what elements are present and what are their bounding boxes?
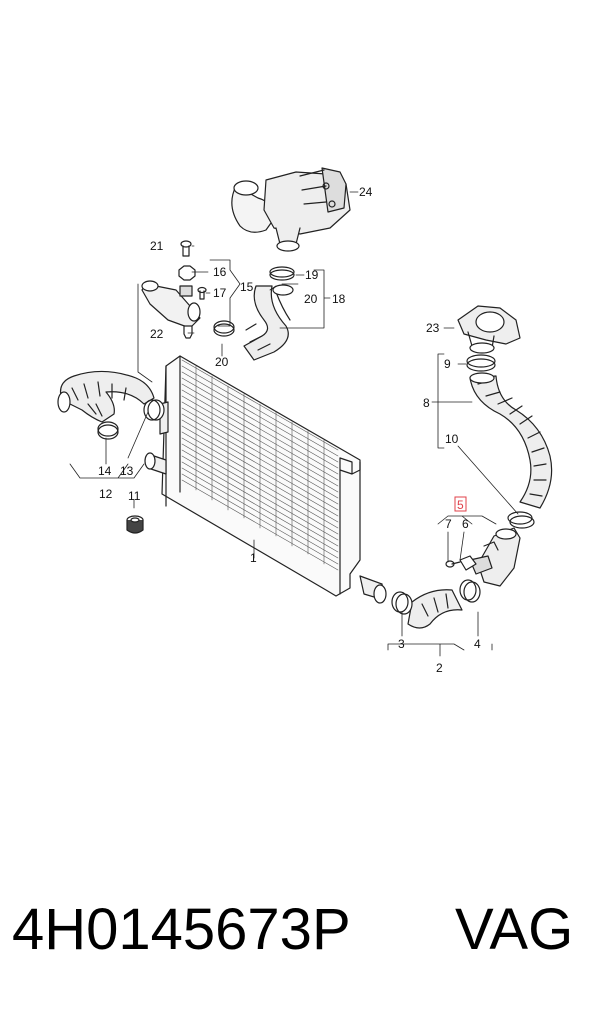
nut-16: [178, 265, 196, 281]
callout-2: 2: [436, 661, 443, 675]
callout-13: 13: [120, 464, 134, 478]
turbocharger: [231, 167, 351, 252]
callout-24: 24: [359, 185, 373, 199]
callout-20b: 20: [215, 355, 229, 369]
hose-clamp-14: [97, 421, 119, 440]
rubber-grommet-11: [126, 515, 144, 534]
callout-14: 14: [98, 464, 112, 478]
callout-9: 9: [444, 357, 451, 371]
bolt-17: [197, 286, 207, 300]
callout-20a: 20: [304, 292, 318, 306]
callout-16: 16: [213, 265, 227, 279]
charge-air-hose-lower: [407, 589, 463, 629]
callout-15: 15: [240, 280, 254, 294]
brand-label: VAG: [455, 897, 574, 962]
charge-air-hose-right: [469, 372, 553, 509]
callout-18: 18: [332, 292, 346, 306]
callout-6: 6: [462, 517, 469, 531]
callout-8: 8: [423, 396, 430, 410]
screw-21: [180, 240, 192, 257]
hose-clamp-9: [466, 354, 496, 372]
hose-clamp-13: [143, 399, 165, 421]
callout-19: 19: [305, 268, 319, 282]
charge-air-hose-upper: [243, 284, 294, 361]
callout-5: 5: [457, 498, 464, 512]
callout-4: 4: [474, 637, 481, 651]
hose-clamp-20: [213, 320, 235, 337]
callout-11: 11: [128, 489, 141, 503]
charge-air-hose-left: [57, 370, 155, 423]
callout-labels: 24 21 16 19 15 17 20 18 22 23 20 9 8 10 …: [98, 185, 481, 675]
bolt-7: [445, 560, 461, 568]
plug-22: [183, 325, 193, 339]
callout-23: 23: [426, 321, 440, 335]
intercooler-exploded-diagram: 24 21 16 19 15 17 20 18 22 23 20 9 8 10 …: [57, 167, 553, 675]
callout-1: 1: [250, 551, 257, 565]
hose-clamp-19: [269, 266, 295, 281]
callout-7: 7: [445, 517, 452, 531]
charge-air-pipe-with-sensor-5: [469, 527, 521, 587]
intercooler-radiator: [144, 355, 387, 604]
part-number: 4H0145673P: [12, 897, 351, 962]
callout-3: 3: [398, 637, 405, 651]
charge-air-pipe-with-sensor: [141, 280, 201, 329]
callout-12: 12: [99, 487, 113, 501]
throttle-valve-housing: [457, 305, 521, 354]
callout-21: 21: [150, 239, 164, 253]
hose-clamp-4: [459, 579, 481, 603]
pressure-sensor-6: [459, 555, 477, 571]
callout-5-highlight: [454, 496, 467, 512]
callout-17: 17: [213, 286, 227, 300]
hose-clamp-10: [507, 511, 535, 529]
callout-10: 10: [445, 432, 459, 446]
leader-lines: [69, 191, 519, 657]
callout-22: 22: [150, 327, 164, 341]
hose-clamp-3: [391, 591, 413, 615]
